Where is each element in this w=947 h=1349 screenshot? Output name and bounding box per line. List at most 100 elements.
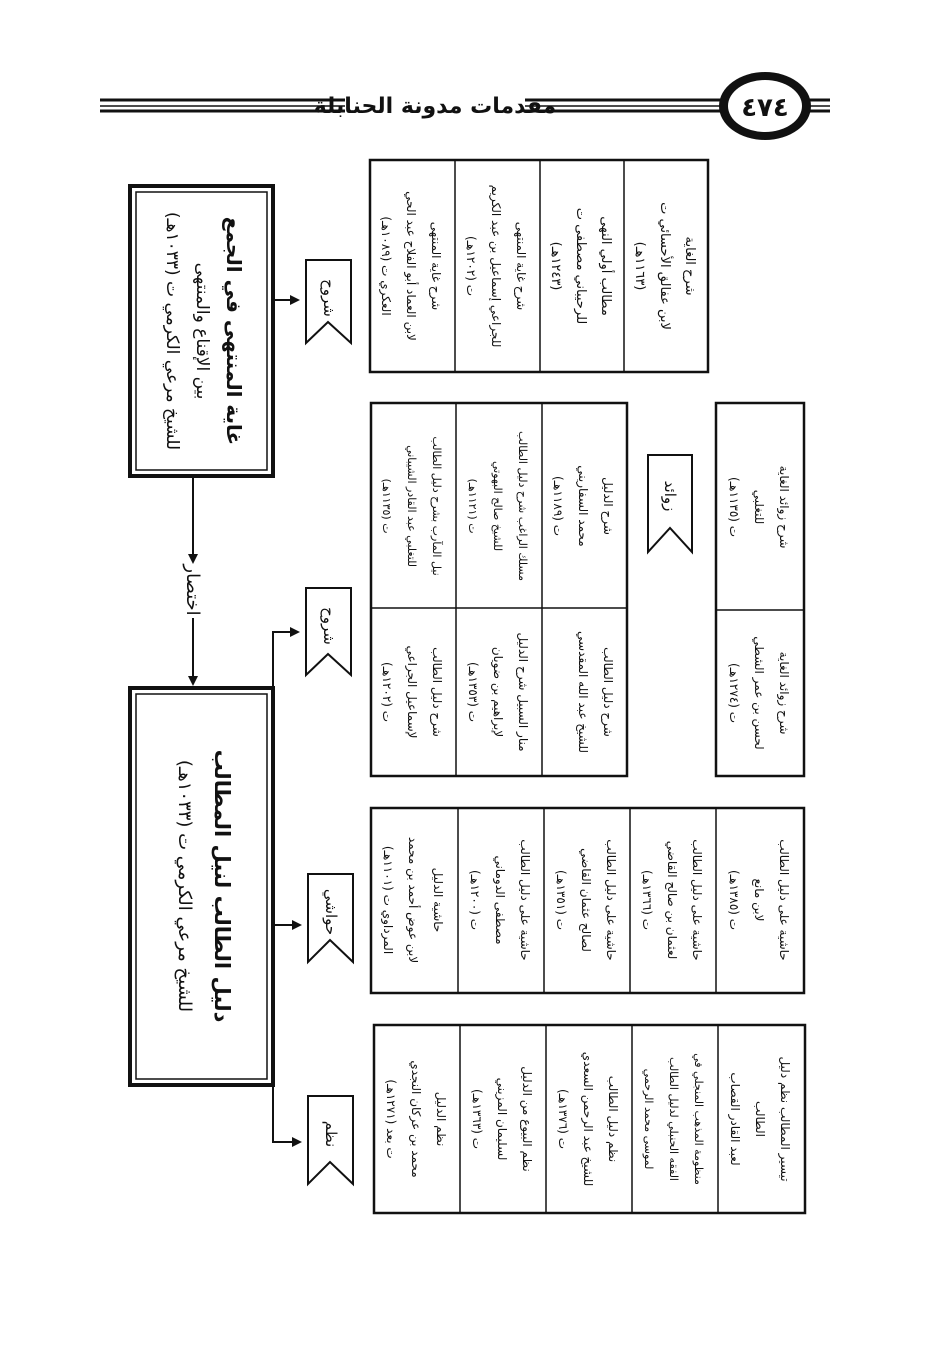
- nadhm-cell: نظم البيوع من الدليل لسليمان المزيني ت (١٣…: [470, 1066, 534, 1171]
- nadhm-cell-line: محمد بن عركان النجدي: [408, 1060, 423, 1177]
- ikhtisar-connector: اختصار: [182, 478, 203, 686]
- book-title: مقدمات مدونة الحنابلة: [314, 94, 557, 119]
- table-hawashi: حاشية الدليل لابن عوض أحمد بن محمد المرداو…: [369, 806, 806, 995]
- svg-text:نظم: نظم: [322, 1121, 340, 1147]
- hashiya-cell-line: لصالح عثمان القاضي: [579, 848, 593, 952]
- hashiya-cell-line: حاشية على دليل الطالب: [777, 839, 791, 960]
- nadhm-cell-line: تيسير المطالب نظم دليل: [777, 1056, 792, 1181]
- daleel-sharh-cell-line: شرح دليل الطالب: [600, 647, 615, 737]
- nadhm-cell-line: لسليمان المزيني: [494, 1078, 509, 1161]
- daleel-sharh-cell-line: محمد السفاريني: [575, 465, 590, 546]
- table-daleel-shuruh: شرح دليل الطالب لإسماعيل الجراعي ت (١٢٠٢هـ…: [369, 401, 629, 778]
- svg-text:شروح: شروح: [320, 607, 338, 645]
- ghaya-subtitle: بين الإقناع والمنتهى: [192, 263, 212, 400]
- page-number: ٤٧٤: [741, 93, 789, 123]
- ghaya-sharh-cell-line: العكري ت (١٠٨٩هـ): [378, 216, 393, 315]
- daleel-sharh-cell-line: ت (١٢٠٢هـ): [380, 662, 394, 722]
- svg-text:شروح: شروح: [320, 279, 338, 317]
- ghaya-sharh-cell-line: لابن عفالق الأحسائي ت: [657, 202, 674, 330]
- label-nadhm: نظم: [307, 1095, 354, 1187]
- hashiya-cell-line: المرداوي ت (١١٠١هـ): [380, 846, 395, 954]
- nadhm-cell-line: نظم البيوع من الدليل: [519, 1066, 534, 1171]
- ghaya-sharh-cell: شرح الغاية لابن عفالق الأحسائي ت (١١٦٣هـ): [632, 202, 697, 330]
- hashiya-cell-line: حاشية على دليل الطالب: [604, 839, 618, 960]
- hashiya-cell-line: حاشية الدليل: [431, 868, 445, 933]
- hashiya-cell: حاشية على دليل الطالب لعثمان بن صالح القا…: [640, 839, 704, 960]
- ghaya-sharh-cell: شرح غاية المنتهى لابن العماد أبو الفلاح ع…: [378, 191, 443, 341]
- nadhm-cell-line: للشيخ عبد الرحمن السعدي: [580, 1052, 595, 1187]
- daleel-sharh-cell-line: لإبراهيم بن ضويان: [490, 647, 505, 737]
- hashiya-cell-line: لابن عوض أحمد بن محمد: [405, 837, 421, 963]
- hashiya-cell: حاشية الدليل لابن عوض أحمد بن محمد المرداو…: [380, 837, 445, 963]
- hashiya-cell-line: حاشية على دليل الطالب: [518, 839, 532, 960]
- page-number-badge-inner: [728, 80, 802, 132]
- daleel-sharh-cell-line: للتغلبي عبد القادر الشيباني: [405, 445, 418, 567]
- ghaya-main-box: غاية المنتهى في الجمع بين الإقناع والمنت…: [128, 184, 275, 478]
- zawaid-cell-line: شرح زوائد الغاية: [776, 652, 791, 735]
- nadhm-cell-line: نظم دليل الطالب: [606, 1076, 620, 1162]
- daleel-sharh-cell-line: شرح دليل الطالب: [429, 647, 444, 737]
- ghaya-sharh-cell-line: (١١٦٣هـ): [632, 242, 647, 291]
- ghaya-sharh-cell-line: (١٢٤٣هـ): [548, 242, 563, 291]
- header-rule-right: [525, 98, 830, 113]
- nadhm-cell-line: ت (١٣٦٣هـ): [470, 1089, 484, 1149]
- label-zawaid: زوائد: [647, 454, 693, 555]
- daleel-sharh-cell: نيل المآرب بشرح دليل الطالب للتغلبي عبد ا…: [380, 436, 444, 575]
- header-rule-left: [100, 98, 345, 113]
- zawaid-cell-line: ت (١٢٧٤هـ): [727, 663, 741, 723]
- label-shuruh-ghaya: شروح: [305, 259, 352, 346]
- ikhtisar-label: اختصار: [182, 563, 203, 615]
- svg-text:حواشي: حواشي: [321, 889, 340, 935]
- daleel-title: دليل الطالب لنيل المطالب: [210, 750, 234, 1023]
- hashiya-cell-line: لابن مانع: [751, 879, 766, 922]
- daleel-sharh-cell: شرح دليل الطالب لإسماعيل الجراعي ت (١٢٠٢هـ…: [380, 645, 444, 738]
- daleel-sharh-cell-line: للشيخ عبد الله المقدسي: [576, 631, 590, 753]
- ghaya-sharh-cell-line: شرح الغاية: [682, 237, 697, 296]
- nadhm-cell-line: ت بعد (١٢٧١هـ): [384, 1079, 398, 1158]
- ghaya-sharh-cell-line: لابن العماد أبو الفلاح عبد الحي: [403, 191, 419, 341]
- zawaid-cell-line: شرح زوائد الغاية: [776, 466, 791, 549]
- daleel-sharh-cell: شرح الدليل محمد السفاريني ت (١١٨٩هـ): [551, 465, 615, 546]
- zawaid-cell-line: لحسن بن عمر الشطي: [751, 636, 766, 749]
- hashiya-cell-line: لعثمان بن صالح القاضي: [664, 841, 679, 960]
- hashiya-cell-line: حاشية على دليل الطالب: [690, 839, 704, 960]
- daleel-main-box: دليل الطالب لنيل المطالب للشيخ مرعي الكر…: [128, 686, 275, 1087]
- ghaya-title: غاية المنتهى في الجمع: [221, 217, 246, 445]
- ghaya-sharh-cell-line: ت (١٢٠٢هـ): [464, 236, 478, 296]
- zawaid-cell-line: ت (١١٣٥هـ): [727, 477, 741, 537]
- daleel-sharh-cell-line: ت (١٣٥٣هـ): [466, 662, 480, 722]
- daleel-sharh-cell-line: لإسماعيل الجراعي: [404, 645, 419, 738]
- nadhm-cell-line: لعبد القادر القصاب: [727, 1072, 742, 1165]
- daleel-sharh-cell-line: ت (١١٢١هـ): [466, 478, 479, 533]
- daleel-sharh-cell: شرح دليل الطالب للشيخ عبد الله المقدسي: [576, 631, 615, 753]
- ghaya-sharh-cell-line: شرح غاية المنتهى: [513, 222, 528, 310]
- daleel-sharh-cell-line: نيل المآرب بشرح دليل الطالب: [430, 436, 444, 575]
- connectors: [272, 295, 302, 1147]
- label-shuruh-daleel: شروح: [305, 587, 352, 678]
- hashiya-cell: حاشية على دليل الطالب مصطفى الدوماني ت (١٢…: [468, 839, 532, 960]
- daleel-sharh-cell-line: شرح الدليل: [600, 477, 615, 535]
- hashiya-cell-line: ت (١٢٠٠هـ): [468, 870, 482, 930]
- ghaya-sharh-cell-line: للرحيباني مصطفى ت: [573, 208, 588, 325]
- nadhm-cell-line: لموسى محمد الرحمي: [642, 1069, 655, 1170]
- ghaya-sharh-cell-line: شرح غاية المنتهى: [428, 222, 443, 310]
- daleel-sharh-cell-line: ت (١١٣٥هـ): [380, 478, 393, 533]
- daleel-sharh-cell-line: مسلك الراغب شرح دليل الطالب: [516, 431, 529, 581]
- nadhm-cell-line: منظومة المذهب المنجلي في: [692, 1053, 705, 1185]
- label-hawashi: حواشي: [307, 873, 354, 965]
- hashiya-cell-line: مصطفى الدوماني: [492, 855, 507, 944]
- daleel-sharh-cell-line: ت (١١٨٩هـ): [551, 476, 565, 536]
- page-header: مقدمات مدونة الحنابلة ٤٧٤: [100, 72, 830, 140]
